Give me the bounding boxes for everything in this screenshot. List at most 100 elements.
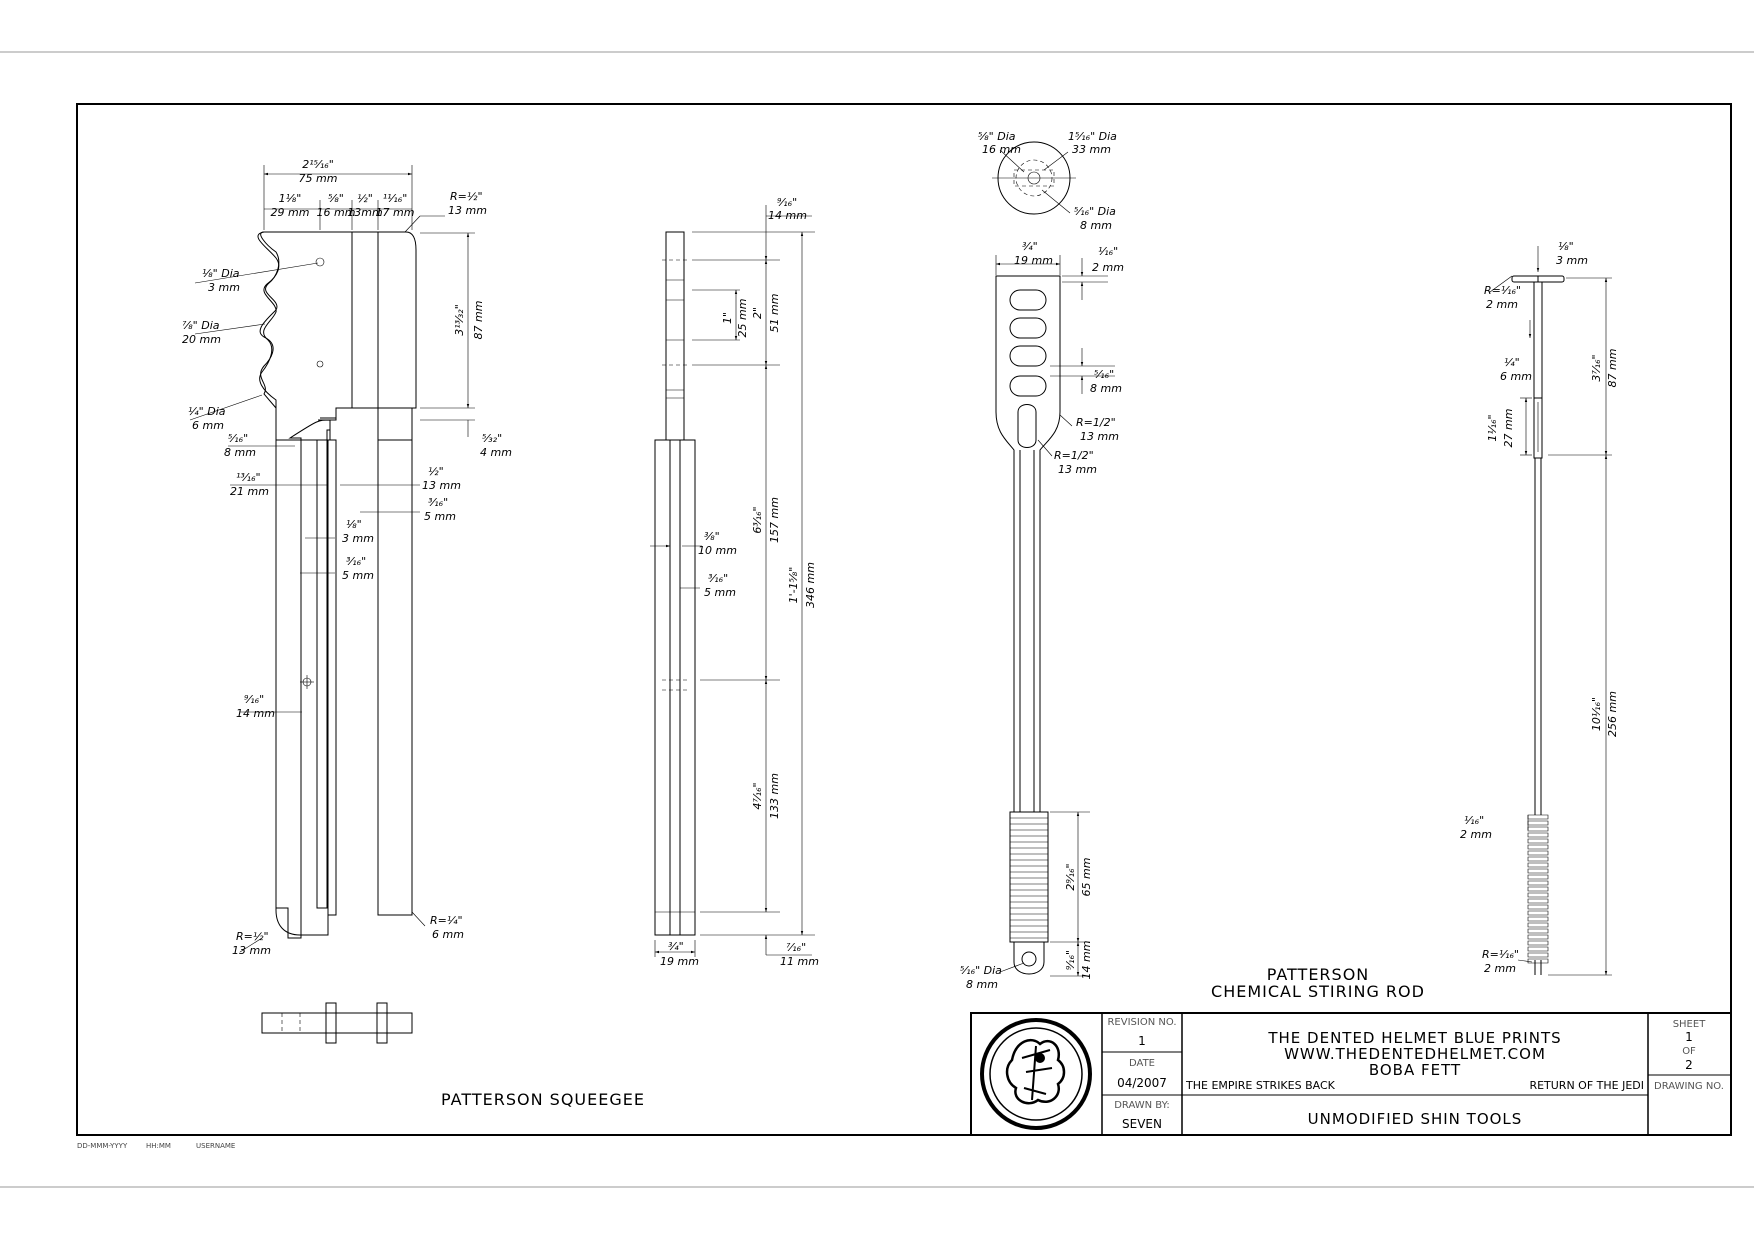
dim-rbl-mm: 13 mm	[232, 944, 271, 957]
of-value: 2	[1685, 1058, 1693, 1072]
dim-w3-in: ³⁄₁₆"	[428, 496, 448, 509]
dim-b-mm: 16 mm	[317, 206, 356, 219]
film-right: RETURN OF THE JEDI	[1529, 1079, 1644, 1092]
dim-slot-in: ⁵⁄₁₆"	[1094, 368, 1114, 381]
title-block: REVISION NO. 1 DATE 04/2007 DRAWN BY: SE…	[970, 1012, 1732, 1136]
dim-a-in: 1⅛"	[279, 192, 302, 205]
dim-rbr-mm: 6 mm	[432, 928, 464, 941]
dim-total-in: 1'-1⅝"	[787, 567, 800, 604]
dim-svr2-mm: 2 mm	[1484, 962, 1516, 975]
dim-height-in: 3¹³⁄₃₂"	[453, 304, 466, 336]
dim-grip-mm: 65 mm	[1080, 858, 1093, 897]
dim-step-mm: 4 mm	[480, 446, 512, 459]
drawn-by-label: DRAWN BY:	[1114, 1100, 1170, 1111]
dim-c-mm: 13mm	[347, 206, 382, 219]
dim-top-in: ⁹⁄₁₆"	[777, 196, 797, 209]
dim-svtop-mm: 3 mm	[1556, 254, 1588, 267]
side-ridge	[1527, 844, 1549, 850]
dim-w5-mm: 5 mm	[342, 569, 374, 582]
sheet-value: 1	[1685, 1030, 1693, 1044]
dim-w1-mm: 21 mm	[230, 485, 269, 498]
dim-s2-mm: 51 mm	[768, 294, 781, 333]
rod-label-line1: PATTERSON	[1267, 965, 1370, 984]
dim-s4-in: 4⁷⁄₁₆"	[751, 782, 764, 809]
dim-s2-in: 2"	[751, 307, 764, 319]
dim-svd-mm: 256 mm	[1606, 691, 1619, 737]
side-ridge	[1527, 928, 1549, 934]
dim-sva-mm: 6 mm	[1500, 370, 1532, 383]
dim-douter-in: 1⁵⁄₁₆" Dia	[1068, 130, 1117, 143]
date-label: DATE	[1129, 1058, 1155, 1069]
dim-rbr-in: R=¼"	[430, 914, 463, 927]
side-ridge	[1527, 898, 1549, 904]
dim-total-mm: 346 mm	[804, 562, 817, 608]
dim-rtop-mm: 13 mm	[448, 204, 487, 217]
dim-bot-mm: 11 mm	[780, 955, 819, 968]
dim-svd-in: 10¹⁄₁₆"	[1590, 697, 1603, 731]
dim-w5-in: ³⁄₁₆"	[346, 555, 366, 568]
title-line-1: THE DENTED HELMET BLUE PRINTS	[1267, 1029, 1561, 1047]
side-view-dimension-lines	[650, 205, 815, 957]
footer-time: HH:MM	[146, 1142, 171, 1150]
film-left: THE EMPIRE STRIKES BACK	[1185, 1079, 1336, 1092]
side-ridge	[1527, 850, 1549, 856]
side-ridge	[1527, 868, 1549, 874]
stirring-rod-end-view	[992, 141, 1076, 215]
dim-notch-in: ¼" Dia	[188, 405, 226, 418]
side-ridge	[1527, 916, 1549, 922]
dim-svb-in: 1¹⁄₁₆"	[1486, 414, 1499, 441]
dim-t1-in: ⅜"	[704, 530, 720, 543]
side-ridge	[1527, 814, 1549, 820]
drawing-border	[76, 103, 1732, 1136]
date-value: 04/2007	[1117, 1076, 1167, 1090]
dim-s4-mm: 133 mm	[768, 773, 781, 819]
stirring-rod-front-view	[995, 275, 1061, 975]
dim-sve-mm: 2 mm	[1460, 828, 1492, 841]
dim-svr1-in: R=¹⁄₁₆"	[1484, 284, 1521, 297]
dim-sve-in: ¹⁄₁₆"	[1464, 814, 1484, 827]
stirring-rod-side-view	[1511, 275, 1565, 975]
rod-grip-ridges	[1010, 817, 1048, 939]
dim-d-in: ¹¹⁄₁₆"	[383, 192, 408, 205]
rod-dimension-lines	[995, 255, 1115, 977]
dim-sva-in: ¼"	[1504, 356, 1520, 369]
squeegee-dims: 2¹⁵⁄₁₆" 75 mm 1⅛" 29 mm ⅝" 16 mm ½" 13mm…	[182, 158, 512, 957]
of-label: OF	[1682, 1046, 1696, 1057]
dim-t2-in: ³⁄₁₆"	[708, 572, 728, 585]
dim-scallop-mm: 20 mm	[182, 333, 221, 346]
dim-r1-mm: 13 mm	[1080, 430, 1119, 443]
drawn-by-value: SEVEN	[1122, 1117, 1162, 1131]
side-ridge	[1527, 934, 1549, 940]
dim-notch-mm: 6 mm	[192, 419, 224, 432]
dim-step-in: ⁵⁄₃₂"	[482, 432, 502, 445]
title-line-2: WWW.THEDENTEDHELMET.COM	[1284, 1045, 1546, 1063]
dim-b-in: ⅝"	[328, 192, 344, 205]
dim-headw-in: ¾"	[1022, 240, 1038, 253]
dim-dinner-in: ⁵⁄₁₆" Dia	[1074, 205, 1116, 218]
dim-rtop-in: R=½"	[450, 190, 483, 203]
dim-bw-in: ¾"	[668, 940, 684, 953]
dim-svtop-in: ⅛"	[1558, 240, 1574, 253]
squeegee-dimension-lines	[189, 165, 475, 953]
side-ridge	[1527, 826, 1549, 832]
dim-w2-mm: 13 mm	[422, 479, 461, 492]
dim-svc-in: 3⁷⁄₁₆"	[1590, 354, 1603, 381]
dim-w2-in: ½"	[428, 465, 444, 478]
dim-r2-in: R=1/2"	[1054, 449, 1094, 462]
dim-s3-mm: 157 mm	[768, 497, 781, 543]
side-ridge	[1527, 904, 1549, 910]
dim-douter-mm: 33 mm	[1072, 143, 1111, 156]
dim-left-in: ⁵⁄₁₆"	[228, 432, 248, 445]
end-view-leaders	[999, 149, 1071, 214]
side-ridge	[1527, 910, 1549, 916]
side-ridge	[1527, 952, 1549, 958]
boba-fett-logo	[980, 1018, 1092, 1130]
dim-s1-mm: 25 mm	[736, 299, 749, 338]
rod-label-line2: CHEMICAL STIRING ROD	[1211, 982, 1425, 1001]
dim-end-in: ⁹⁄₁₆"	[1064, 950, 1077, 970]
dim-headw-mm: 19 mm	[1014, 254, 1053, 267]
side-ridge	[1527, 922, 1549, 928]
drawing-title: UNMODIFIED SHIN TOOLS	[1308, 1110, 1523, 1128]
side-ridge	[1527, 940, 1549, 946]
dim-svb-mm: 27 mm	[1502, 409, 1515, 448]
